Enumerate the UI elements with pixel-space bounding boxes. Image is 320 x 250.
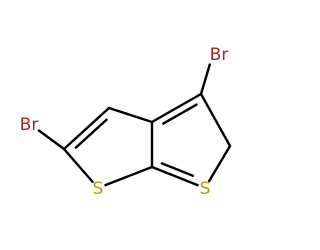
bond-c6a-s2	[150, 165, 199, 187]
bond-s1-c2	[62, 147, 94, 184]
bond-c6a-s1	[104, 165, 154, 187]
molecule-diagram: Br Br S S	[20, 45, 232, 199]
bond-c3-c3a	[107, 106, 154, 124]
atom-label-br-left: Br	[20, 115, 39, 135]
bond-c4-c3a	[150, 92, 203, 124]
atom-labels-layer: Br Br S S	[20, 45, 229, 199]
bond-s2-c5	[207, 144, 232, 183]
bonds-layer	[37, 63, 232, 187]
atom-label-br-top: Br	[210, 45, 229, 65]
bond-c4-br1	[199, 63, 212, 96]
atom-label-s-right: S	[200, 179, 211, 199]
bond-c2-c3-inner	[74, 118, 108, 149]
atom-label-s-left: S	[93, 179, 104, 199]
bond-c4-c3a-inner	[162, 103, 198, 125]
bond-br2-c2	[37, 129, 66, 151]
bond-c2-c3	[62, 106, 111, 151]
bond-c6a-s2-inner	[160, 162, 195, 177]
bond-c5-c4	[199, 92, 232, 148]
